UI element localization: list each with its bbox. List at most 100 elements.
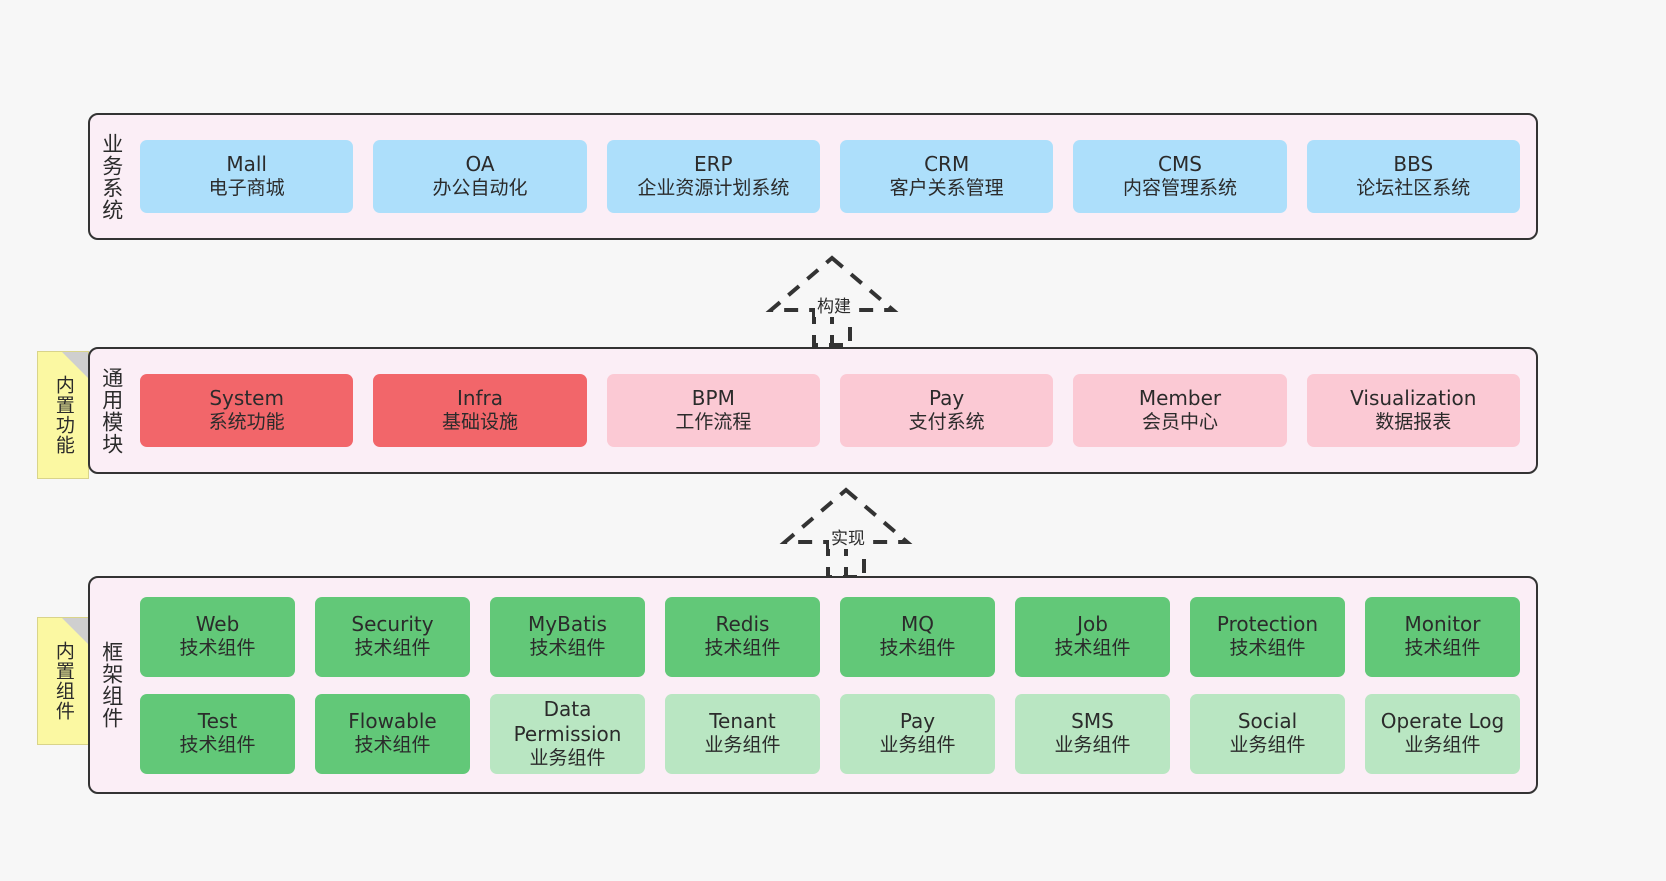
layer-body-framework-components: Web 技术组件 Security 技术组件 MyBatis 技术组件 Redi… — [132, 578, 1536, 792]
node-system-title: System — [209, 386, 284, 411]
node-redis[interactable]: Redis 技术组件 — [665, 596, 820, 677]
connector-build-label: 构建 — [815, 292, 853, 317]
node-security-subtitle: 技术组件 — [354, 637, 431, 660]
node-bbs-title: BBS — [1393, 152, 1434, 177]
node-infra-title: Infra — [456, 386, 504, 411]
layer-common-modules: 通用模块 System 系统功能 Infra 基础设施 BPM 工作流程 Pay… — [88, 347, 1538, 474]
node-visualization[interactable]: Visualization 数据报表 — [1306, 374, 1520, 447]
node-data-permission-subtitle: 业务组件 — [529, 746, 606, 769]
node-mybatis-title: MyBatis — [528, 612, 607, 637]
note-builtin-function: 内置功能 — [37, 351, 89, 479]
layer-body-business-systems: Mall 电子商城 OA 办公自动化 ERP 企业资源计划系统 CRM 客户关系… — [132, 115, 1536, 238]
node-sms-subtitle: 业务组件 — [1054, 734, 1131, 757]
note-fold-icon — [62, 352, 88, 378]
node-pay-component-title: Pay — [899, 709, 936, 734]
node-operate-log-title: Operate Log — [1380, 709, 1505, 734]
node-mq[interactable]: MQ 技术组件 — [840, 596, 995, 677]
layer-title-business-systems: 业务系统 — [99, 132, 124, 221]
node-security[interactable]: Security 技术组件 — [315, 596, 470, 677]
node-erp-title: ERP — [694, 152, 733, 177]
layer-title-framework-components: 框架组件 — [99, 641, 124, 729]
node-operate-log[interactable]: Operate Log 业务组件 — [1365, 693, 1520, 774]
node-social-title: Social — [1237, 709, 1298, 734]
node-mall[interactable]: Mall 电子商城 — [140, 140, 354, 213]
node-test[interactable]: Test 技术组件 — [140, 693, 295, 774]
node-pay-component[interactable]: Pay 业务组件 — [840, 693, 995, 774]
node-tenant-title: Tenant — [709, 709, 776, 734]
node-tenant[interactable]: Tenant 业务组件 — [665, 693, 820, 774]
node-monitor-title: Monitor — [1404, 612, 1481, 637]
node-cms-subtitle: 内容管理系统 — [1122, 177, 1237, 200]
node-tenant-subtitle: 业务组件 — [704, 734, 781, 757]
node-infra-subtitle: 基础设施 — [441, 411, 518, 434]
node-data-permission[interactable]: Data Permission 业务组件 — [490, 693, 645, 774]
node-infra[interactable]: Infra 基础设施 — [373, 374, 587, 447]
node-bpm[interactable]: BPM 工作流程 — [606, 374, 820, 447]
node-mybatis[interactable]: MyBatis 技术组件 — [490, 596, 645, 677]
note-builtin-component: 内置组件 — [37, 617, 89, 745]
node-test-subtitle: 技术组件 — [179, 734, 256, 757]
node-security-title: Security — [351, 612, 434, 637]
node-bpm-subtitle: 工作流程 — [675, 411, 752, 434]
node-oa[interactable]: OA 办公自动化 — [373, 140, 587, 213]
node-protection[interactable]: Protection 技术组件 — [1190, 596, 1345, 677]
layer-business-systems: 业务系统 Mall 电子商城 OA 办公自动化 ERP 企业资源计划系统 CRM… — [88, 113, 1538, 240]
node-social[interactable]: Social 业务组件 — [1190, 693, 1345, 774]
node-erp[interactable]: ERP 企业资源计划系统 — [606, 140, 820, 213]
node-system-subtitle: 系统功能 — [208, 411, 285, 434]
node-pay-module[interactable]: Pay 支付系统 — [839, 374, 1054, 447]
node-monitor-subtitle: 技术组件 — [1404, 637, 1481, 660]
node-cms[interactable]: CMS 内容管理系统 — [1073, 140, 1287, 213]
node-pay-module-subtitle: 支付系统 — [908, 411, 985, 434]
node-operate-log-subtitle: 业务组件 — [1404, 734, 1481, 757]
layer-framework-components: 框架组件 Web 技术组件 Security 技术组件 MyBatis 技术组件… — [88, 576, 1538, 794]
node-mq-subtitle: 技术组件 — [879, 637, 956, 660]
node-bpm-title: BPM — [691, 386, 735, 411]
note-builtin-function-label: 内置功能 — [52, 375, 75, 455]
node-web[interactable]: Web 技术组件 — [140, 596, 295, 677]
node-oa-subtitle: 办公自动化 — [432, 177, 528, 200]
node-job[interactable]: Job 技术组件 — [1015, 596, 1170, 677]
row-business-systems: Mall 电子商城 OA 办公自动化 ERP 企业资源计划系统 CRM 客户关系… — [140, 140, 1520, 213]
node-crm-title: CRM — [924, 152, 970, 177]
node-flowable[interactable]: Flowable 技术组件 — [315, 693, 470, 774]
node-redis-title: Redis — [715, 612, 770, 637]
node-pay-component-subtitle: 业务组件 — [879, 734, 956, 757]
node-monitor[interactable]: Monitor 技术组件 — [1365, 596, 1520, 677]
node-sms[interactable]: SMS 业务组件 — [1015, 693, 1170, 774]
node-mq-title: MQ — [901, 612, 934, 637]
note-fold-icon — [62, 618, 88, 644]
note-builtin-component-label: 内置组件 — [52, 641, 75, 721]
node-test-title: Test — [197, 709, 238, 734]
node-pay-module-title: Pay — [929, 386, 965, 411]
node-sms-title: SMS — [1071, 709, 1114, 734]
node-mall-title: Mall — [226, 152, 267, 177]
node-protection-subtitle: 技术组件 — [1229, 637, 1306, 660]
connector-implement-label: 实现 — [829, 524, 867, 549]
node-protection-title: Protection — [1216, 612, 1319, 637]
node-member-subtitle: 会员中心 — [1141, 411, 1218, 434]
node-visualization-title: Visualization — [1350, 386, 1477, 411]
node-data-permission-title: Data Permission — [513, 696, 622, 746]
node-web-subtitle: 技术组件 — [179, 637, 256, 660]
row-framework-tech: Web 技术组件 Security 技术组件 MyBatis 技术组件 Redi… — [140, 596, 1520, 677]
connector-implement: 实现 — [771, 484, 921, 579]
node-flowable-title: Flowable — [348, 709, 437, 734]
node-system[interactable]: System 系统功能 — [140, 374, 354, 447]
node-crm[interactable]: CRM 客户关系管理 — [839, 140, 1054, 213]
node-crm-subtitle: 客户关系管理 — [889, 177, 1004, 200]
node-member[interactable]: Member 会员中心 — [1073, 374, 1287, 447]
connector-build: 构建 — [757, 252, 907, 347]
node-oa-title: OA — [465, 152, 495, 177]
node-web-title: Web — [195, 612, 240, 637]
node-mall-subtitle: 电子商城 — [208, 177, 285, 200]
node-visualization-subtitle: 数据报表 — [1375, 411, 1452, 434]
node-erp-subtitle: 企业资源计划系统 — [637, 177, 790, 200]
layer-title-common-modules: 通用模块 — [99, 366, 124, 455]
node-member-title: Member — [1138, 386, 1222, 411]
node-redis-subtitle: 技术组件 — [704, 637, 781, 660]
layer-body-common-modules: System 系统功能 Infra 基础设施 BPM 工作流程 Pay 支付系统… — [132, 349, 1536, 472]
node-job-subtitle: 技术组件 — [1054, 637, 1131, 660]
node-bbs[interactable]: BBS 论坛社区系统 — [1306, 140, 1520, 213]
